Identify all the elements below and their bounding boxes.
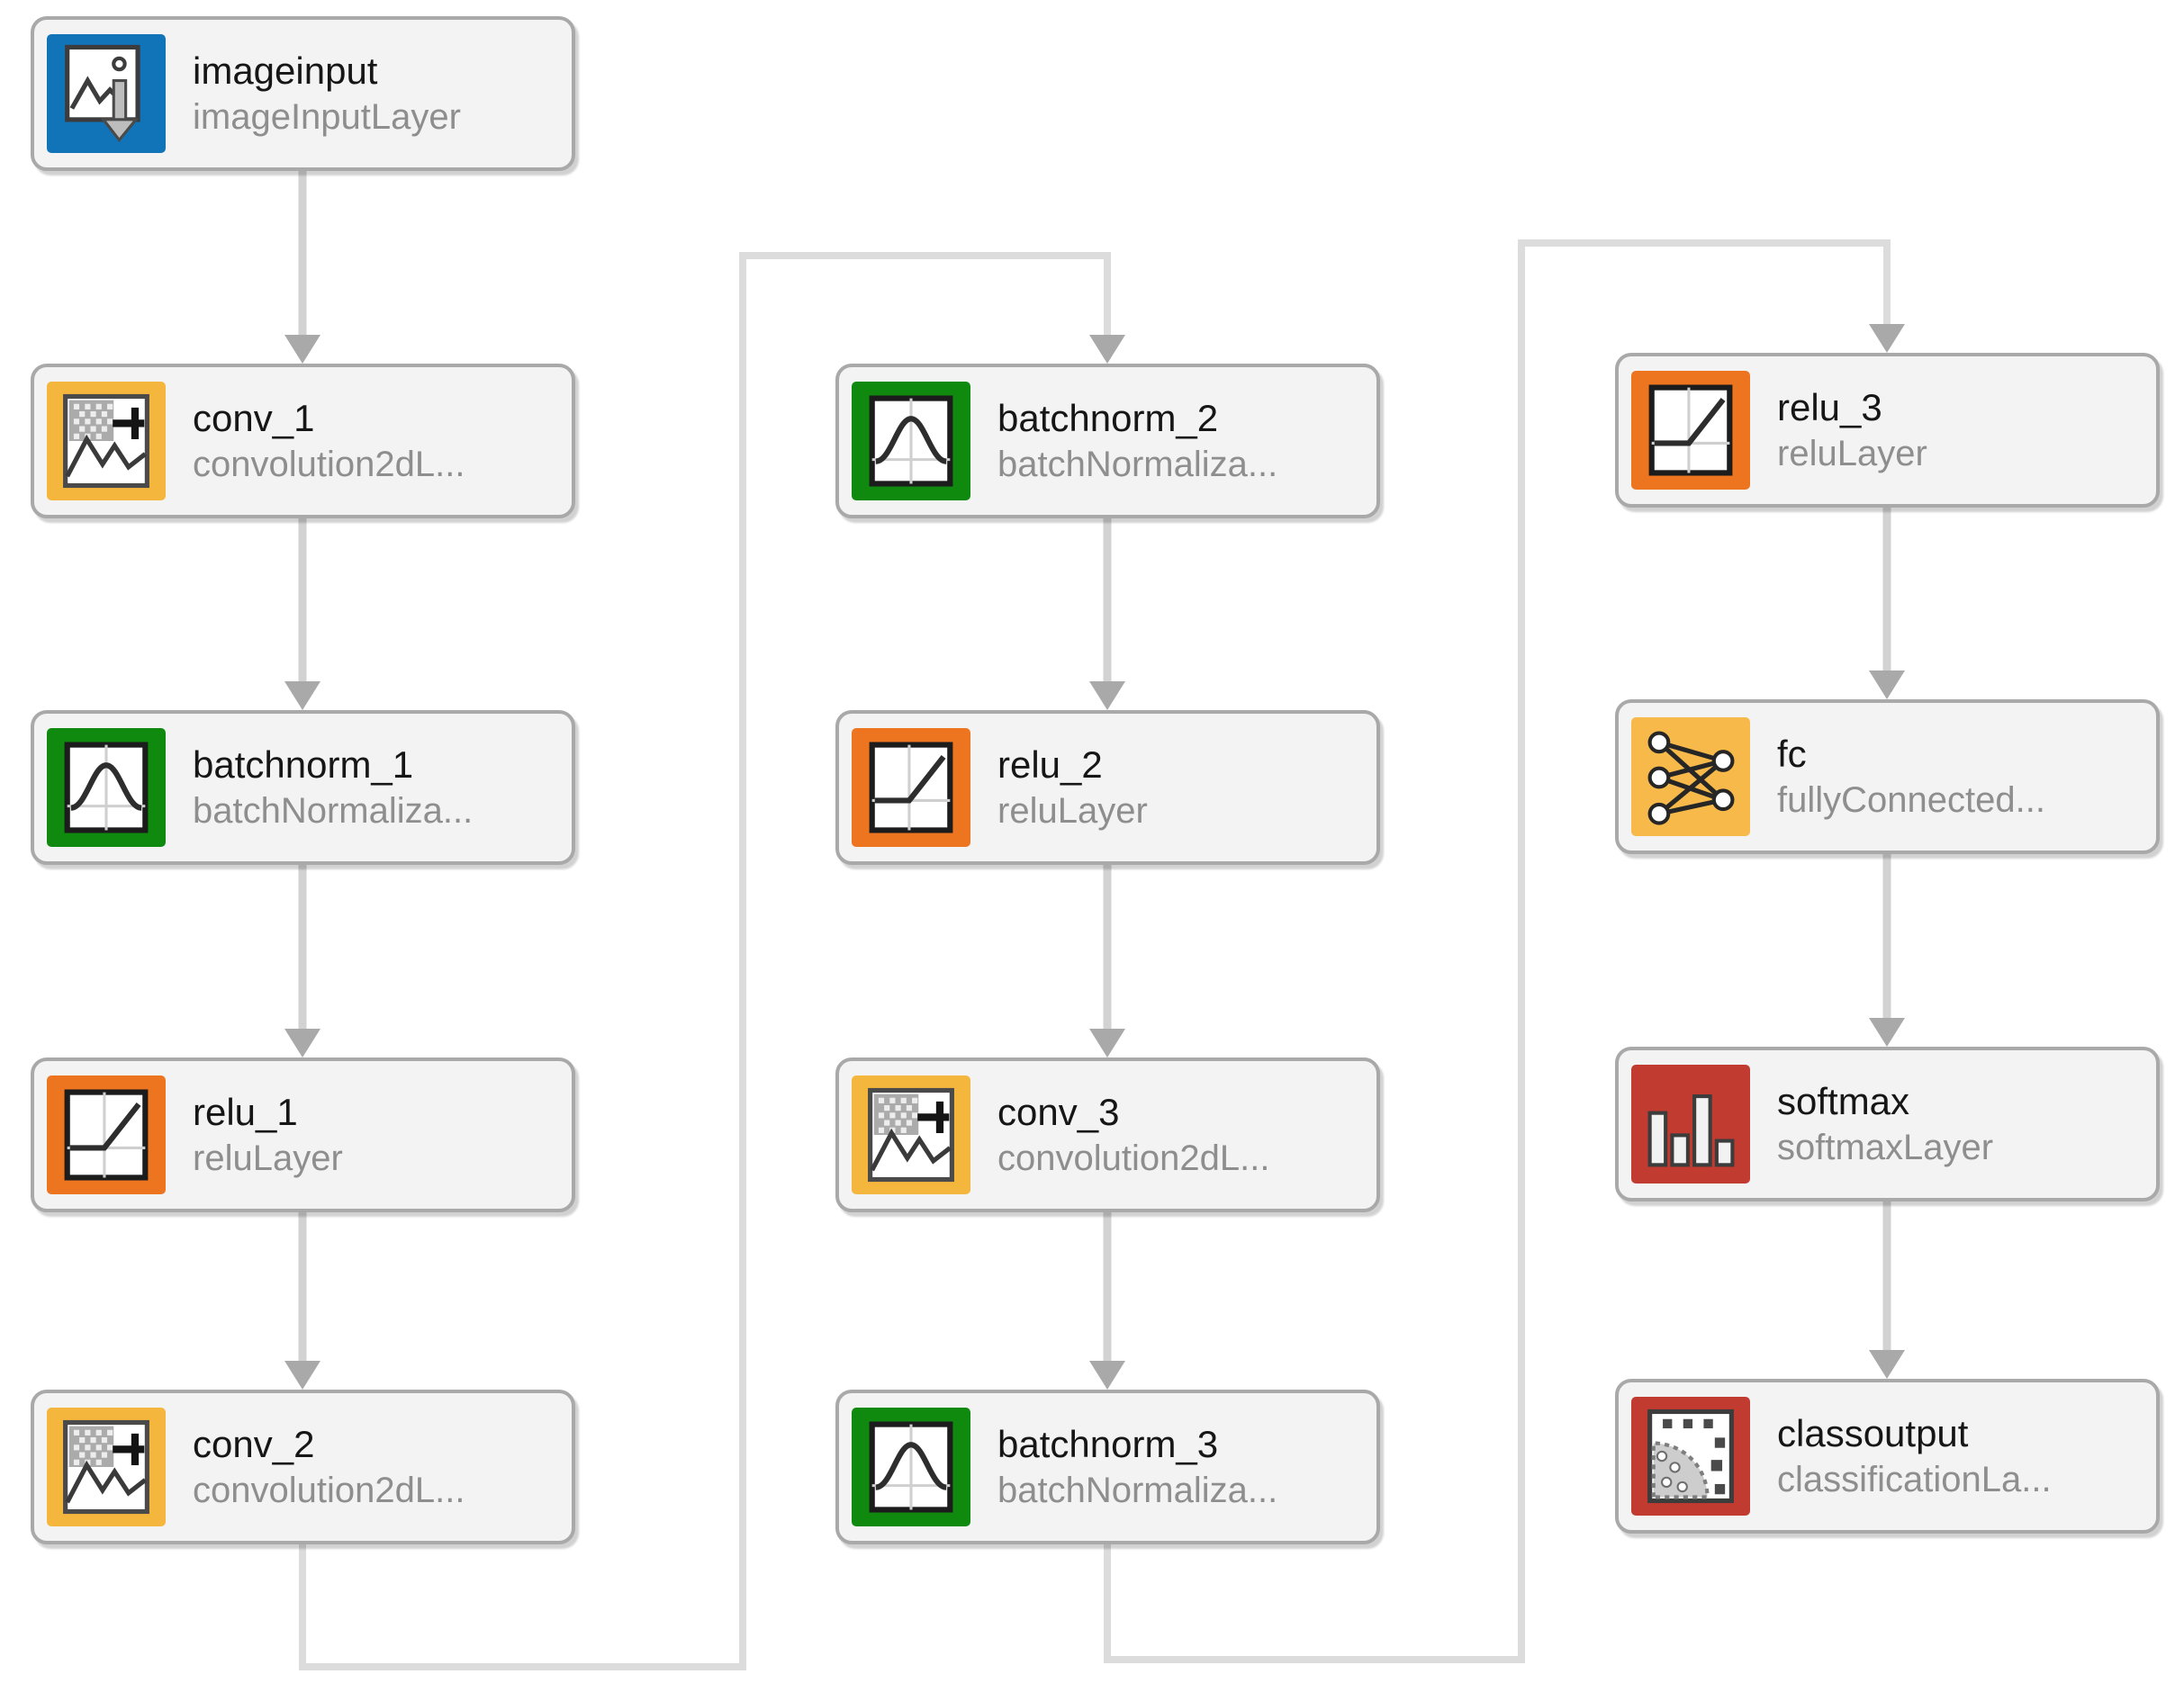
- layer-name: conv_2: [193, 1422, 315, 1465]
- edge-batchnorm_3-to-relu_3[interactable]: [1104, 239, 1905, 1663]
- layer-type: fullyConnected...: [1777, 780, 2045, 821]
- layer-labels: imageinput imageInputLayer: [193, 50, 461, 138]
- layer-node-softmax[interactable]: softmax softmaxLayer: [1615, 1047, 2160, 1202]
- layer-labels: batchnorm_3 batchNormaliza...: [997, 1422, 1278, 1511]
- layer-node-batchnorm_1[interactable]: batchnorm_1 batchNormaliza...: [31, 710, 575, 865]
- layer-labels: classoutput classificationLa...: [1777, 1411, 2052, 1500]
- layer-type: classificationLa...: [1777, 1460, 2052, 1500]
- edge-imageinput-to-conv_1[interactable]: [284, 171, 320, 364]
- layer-name: conv_3: [997, 1090, 1120, 1133]
- edge-conv_3-to-batchnorm_3[interactable]: [1089, 1212, 1125, 1390]
- layer-node-batchnorm_2[interactable]: batchnorm_2 batchNormaliza...: [835, 364, 1380, 518]
- layer-labels: softmax softmaxLayer: [1777, 1079, 1994, 1168]
- layer-node-conv_3[interactable]: conv_3 convolution2dL...: [835, 1058, 1380, 1212]
- layer-name: relu_2: [997, 742, 1103, 786]
- layer-name: batchnorm_2: [997, 396, 1219, 439]
- batch-normalization-icon: [47, 728, 166, 847]
- layer-node-relu_3[interactable]: relu_3 reluLayer: [1615, 353, 2160, 508]
- layer-type: batchNormaliza...: [997, 1471, 1278, 1511]
- layer-type: convolution2dL...: [193, 1471, 465, 1511]
- layer-labels: batchnorm_1 batchNormaliza...: [193, 742, 474, 832]
- classification-output-icon: [1631, 1397, 1750, 1516]
- layer-name: softmax: [1777, 1079, 1910, 1122]
- convolution2d-icon: [47, 1408, 166, 1526]
- layer-name: batchnorm_3: [997, 1422, 1219, 1465]
- layer-labels: conv_2 convolution2dL...: [193, 1422, 465, 1511]
- layer-type: reluLayer: [997, 791, 1148, 832]
- layer-type: reluLayer: [1777, 434, 1927, 474]
- edge-relu_3-to-fc[interactable]: [1869, 508, 1905, 699]
- layer-labels: batchnorm_2 batchNormaliza...: [997, 396, 1278, 485]
- convolution2d-icon: [47, 382, 166, 500]
- layer-labels: relu_2 reluLayer: [997, 742, 1148, 832]
- relu-icon: [47, 1076, 166, 1194]
- edge-fc-to-softmax[interactable]: [1869, 854, 1905, 1047]
- convolution2d-icon: [852, 1076, 970, 1194]
- layer-name: classoutput: [1777, 1411, 1969, 1454]
- fully-connected-icon: [1631, 717, 1750, 836]
- layer-type: softmaxLayer: [1777, 1128, 1994, 1168]
- layer-type: reluLayer: [193, 1138, 343, 1179]
- layer-node-classoutput[interactable]: classoutput classificationLa...: [1615, 1379, 2160, 1534]
- layer-labels: relu_3 reluLayer: [1777, 385, 1927, 474]
- layer-name: relu_3: [1777, 385, 1882, 428]
- softmax-icon: [1631, 1065, 1750, 1184]
- batch-normalization-icon: [852, 382, 970, 500]
- layer-name: relu_1: [193, 1090, 298, 1133]
- layer-name: fc: [1777, 732, 1807, 775]
- edge-conv_2-to-batchnorm_2[interactable]: [299, 252, 1125, 1670]
- layer-node-relu_1[interactable]: relu_1 reluLayer: [31, 1058, 575, 1212]
- edge-relu_1-to-conv_2[interactable]: [284, 1212, 320, 1390]
- edge-conv_1-to-batchnorm_1[interactable]: [284, 518, 320, 710]
- layer-type: convolution2dL...: [193, 445, 465, 485]
- layer-node-imageinput[interactable]: imageinput imageInputLayer: [31, 16, 575, 171]
- layer-node-batchnorm_3[interactable]: batchnorm_3 batchNormaliza...: [835, 1390, 1380, 1544]
- layer-labels: relu_1 reluLayer: [193, 1090, 343, 1179]
- edge-batchnorm_1-to-relu_1[interactable]: [284, 865, 320, 1058]
- layer-node-conv_1[interactable]: conv_1 convolution2dL...: [31, 364, 575, 518]
- layer-labels: fc fullyConnected...: [1777, 732, 2045, 821]
- edge-relu_2-to-conv_3[interactable]: [1089, 865, 1125, 1058]
- relu-icon: [1631, 371, 1750, 490]
- relu-icon: [852, 728, 970, 847]
- layer-type: convolution2dL...: [997, 1138, 1270, 1179]
- edge-batchnorm_2-to-relu_2[interactable]: [1089, 518, 1125, 710]
- layer-name: batchnorm_1: [193, 742, 414, 786]
- layer-name: imageinput: [193, 49, 378, 92]
- layer-labels: conv_3 convolution2dL...: [997, 1090, 1270, 1179]
- edge-softmax-to-classoutput[interactable]: [1869, 1202, 1905, 1379]
- layer-node-fc[interactable]: fc fullyConnected...: [1615, 699, 2160, 854]
- layer-type: imageInputLayer: [193, 97, 461, 138]
- layer-node-conv_2[interactable]: conv_2 convolution2dL...: [31, 1390, 575, 1544]
- layer-type: batchNormaliza...: [193, 791, 474, 832]
- layer-type: batchNormaliza...: [997, 445, 1278, 485]
- image-input-icon: [47, 34, 166, 153]
- layer-name: conv_1: [193, 396, 315, 439]
- layer-node-relu_2[interactable]: relu_2 reluLayer: [835, 710, 1380, 865]
- batch-normalization-icon: [852, 1408, 970, 1526]
- layer-labels: conv_1 convolution2dL...: [193, 396, 465, 485]
